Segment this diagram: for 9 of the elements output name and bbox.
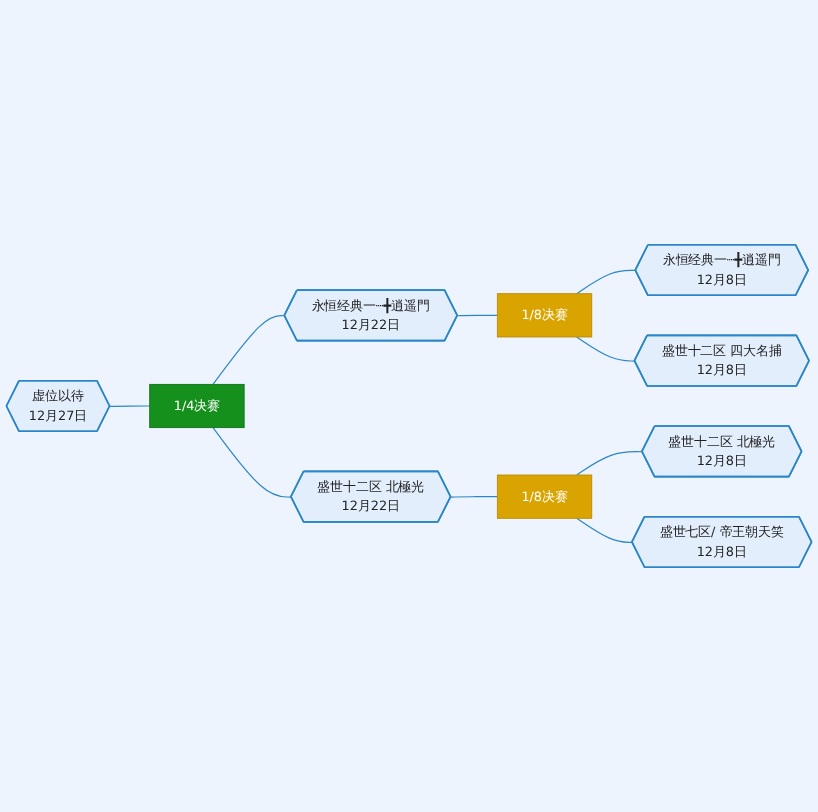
connector — [450, 496, 498, 498]
connector — [576, 269, 637, 295]
connector — [212, 427, 292, 498]
connector — [109, 405, 151, 407]
connector — [576, 336, 636, 362]
connector — [576, 517, 633, 543]
connector — [457, 314, 498, 317]
connector — [212, 315, 286, 385]
connector — [576, 451, 643, 476]
